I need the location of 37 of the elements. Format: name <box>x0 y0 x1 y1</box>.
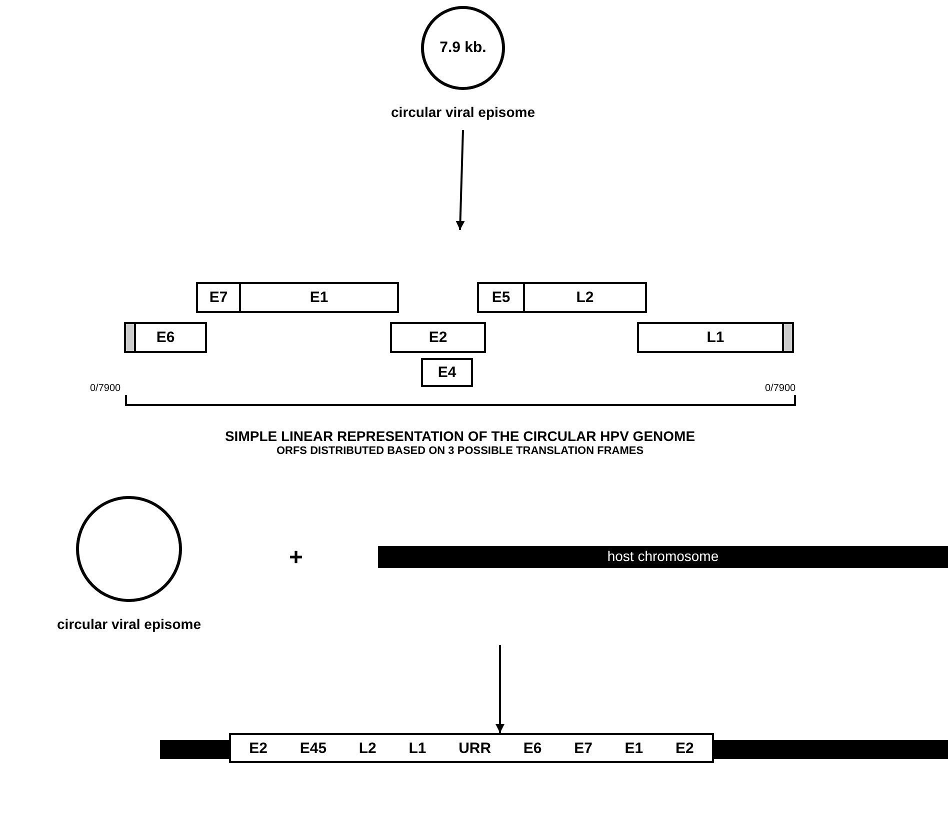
orf-box <box>637 322 794 353</box>
gene-label: E2 <box>675 740 694 756</box>
gene-label: E7 <box>574 740 592 756</box>
gene-label: L1 <box>706 329 724 346</box>
chromosome-bar <box>378 546 948 568</box>
gene-label: E1 <box>310 289 328 306</box>
gene-label: E45 <box>300 740 327 756</box>
subheading: ORFS DISTRIBUTED BASED ON 3 POSSIBLE TRANSLATION FRAMES <box>275 445 645 457</box>
arrow <box>496 645 504 733</box>
heading: SIMPLE LINEAR REPRESENTATION OF THE CIRCULAR HPV GENOME <box>224 428 696 444</box>
orf-box <box>196 282 241 313</box>
chromosome-label: host chromosome <box>606 548 720 564</box>
gene-label: L2 <box>358 740 376 756</box>
gene-label: L2 <box>576 289 594 306</box>
orf-box <box>421 358 473 387</box>
orf-box <box>239 282 399 313</box>
gene-label: E7 <box>209 289 228 306</box>
episome-label: circular viral episome <box>56 616 202 632</box>
plus-sign: + <box>289 544 304 572</box>
gene-label: E5 <box>492 289 510 306</box>
genome-size-label: 7.9 kb. <box>438 39 488 56</box>
gene-label: E1 <box>624 740 644 756</box>
arrow <box>456 130 465 230</box>
orf-box <box>523 282 647 313</box>
gene-label: L1 <box>408 740 426 756</box>
gene-label: E6 <box>156 329 175 346</box>
episome-label: circular viral episome <box>390 104 536 120</box>
gene-label: E4 <box>438 364 456 381</box>
gene-label: E2 <box>428 329 448 346</box>
gene-label: E6 <box>523 740 542 756</box>
gene-label: E2 <box>249 740 268 756</box>
orf-box <box>477 282 525 313</box>
gene-label: URR <box>458 740 492 756</box>
scale-label: 0/7900 <box>90 383 121 394</box>
orf-box <box>390 322 486 353</box>
scale-label: 0/7900 <box>765 383 796 394</box>
orf-box <box>124 322 207 353</box>
